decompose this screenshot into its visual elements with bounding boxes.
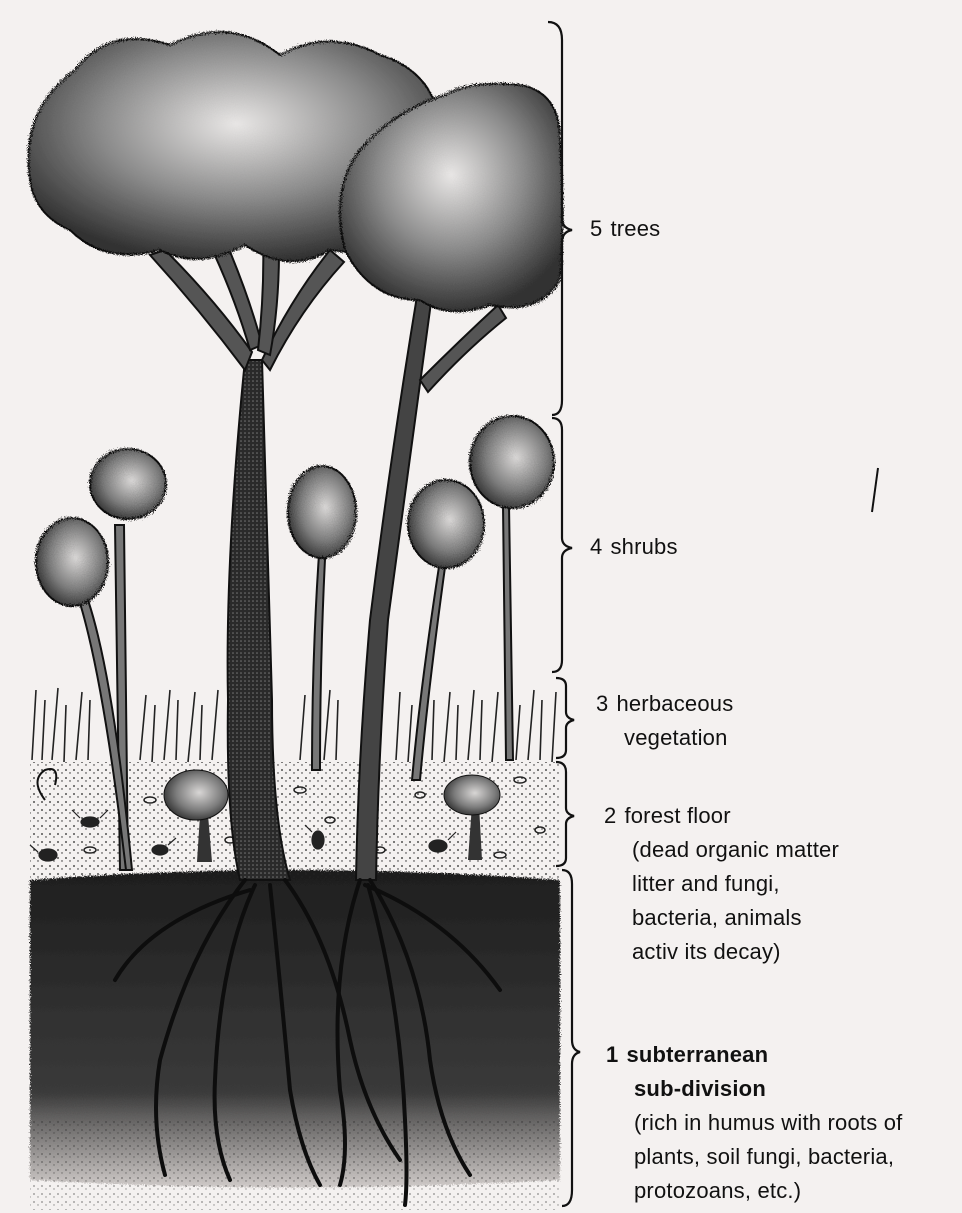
- layer-line: protozoans, etc.): [606, 1174, 902, 1208]
- layer-line: bacteria, animals: [604, 901, 839, 935]
- layer-name: forest floor: [624, 803, 730, 828]
- layer-line: activ its decay): [604, 935, 839, 969]
- label-subterranean: 1 subterranean sub-division (rich in humu…: [606, 1038, 902, 1208]
- layer-number: 4: [590, 530, 602, 564]
- layer-line: (dead organic matter: [604, 833, 839, 867]
- soil-layer: [30, 870, 560, 1210]
- label-herbaceous: 3 herbaceous vegetation: [596, 687, 733, 755]
- layer-number: 2: [604, 799, 616, 833]
- layer-name: herbaceous: [616, 691, 733, 716]
- layer-line: plants, soil fungi, bacteria,: [606, 1140, 902, 1174]
- layer-name: trees: [610, 216, 660, 241]
- label-trees: 5 trees: [590, 212, 660, 246]
- label-forest-floor: 2 forest floor (dead organic matter litte…: [604, 799, 839, 969]
- layer-line-bold: sub-division: [606, 1072, 902, 1106]
- pencil-mark: [872, 468, 878, 512]
- layer-name: subterranean: [626, 1042, 768, 1067]
- layer-number: 1: [606, 1038, 618, 1072]
- tree-canopy: [28, 32, 562, 311]
- layer-number: 3: [596, 687, 608, 721]
- layer-name: shrubs: [610, 534, 677, 559]
- layer-number: 5: [590, 212, 602, 246]
- label-shrubs: 4 shrubs: [590, 530, 678, 564]
- layer-line: litter and fungi,: [604, 867, 839, 901]
- layer-line: vegetation: [596, 721, 733, 755]
- forest-floor-layer: [30, 762, 560, 882]
- layer-line: (rich in humus with roots of: [606, 1106, 902, 1140]
